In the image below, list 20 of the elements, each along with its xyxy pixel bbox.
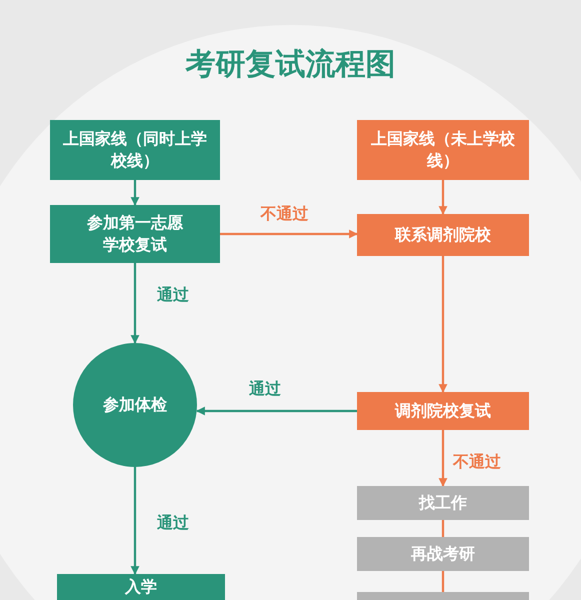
arrow: [438, 256, 448, 393]
process-box: 再战考研: [357, 537, 529, 571]
arrow: [438, 180, 448, 215]
process-box: 上国家线（未上学校线）: [357, 120, 529, 180]
arrow: [130, 263, 140, 344]
arrow: [220, 230, 358, 238]
process-box: 入学: [57, 574, 225, 600]
process-box: 联系调剂院校: [357, 214, 529, 256]
diagram-title: 考研复试流程图: [184, 46, 396, 84]
connector-line: [442, 520, 444, 537]
process-box: 调剂院校复试: [357, 392, 529, 430]
arrow: [130, 180, 140, 206]
process-circle: 参加体检: [73, 343, 197, 467]
process-box: 上国家线（同时上学校线）: [50, 120, 220, 180]
arrow: [438, 430, 448, 487]
process-box: 参加第一志愿学校复试: [50, 205, 220, 263]
arrow: [130, 467, 140, 575]
connector-line: [442, 571, 444, 592]
process-box: 找工作: [357, 486, 529, 520]
arrow: [196, 406, 357, 416]
